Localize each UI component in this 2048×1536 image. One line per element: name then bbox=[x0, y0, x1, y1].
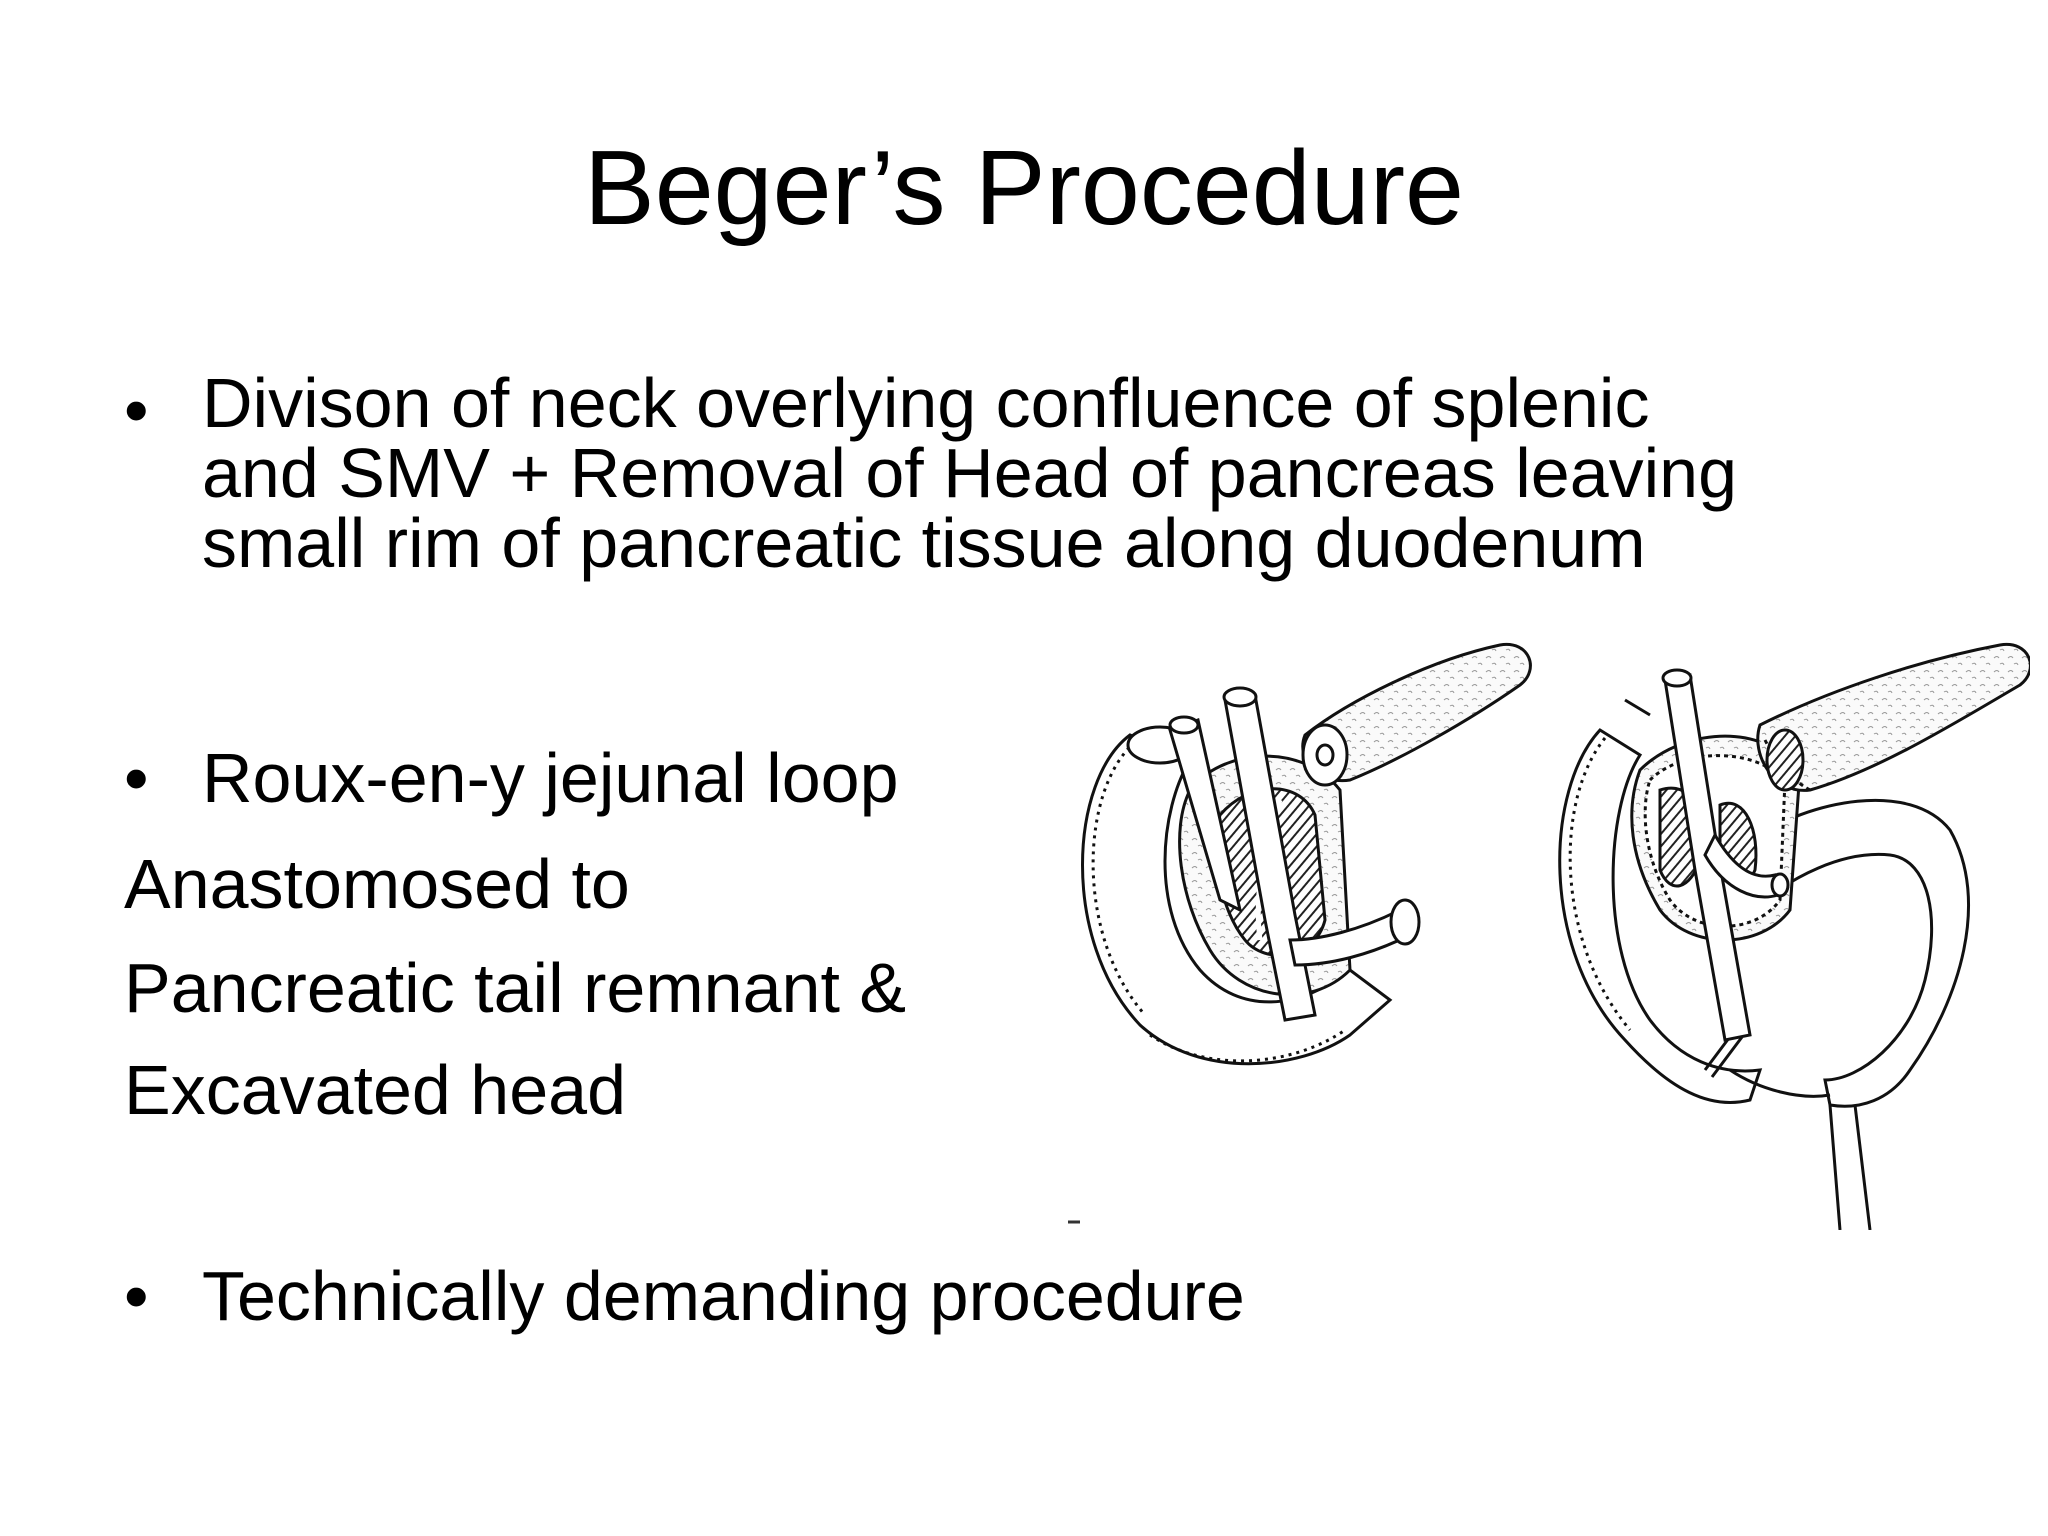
right-figure bbox=[1558, 643, 2030, 1230]
bullet-item-division: • Divison of neck overlying confluence o… bbox=[124, 368, 1737, 578]
continuation-line: Anastomosed to bbox=[124, 845, 630, 923]
bullet-line: Divison of neck overlying confluence of … bbox=[202, 364, 1650, 442]
bullet-dot: • bbox=[124, 1257, 149, 1335]
bullet-text: Divison of neck overlying confluence of … bbox=[202, 368, 1737, 578]
continuation-line: Pancreatic tail remnant & bbox=[124, 949, 907, 1027]
continuation-line: Excavated head bbox=[124, 1051, 627, 1129]
bullet-text: Technically demanding procedure bbox=[202, 1257, 1245, 1335]
pancreas-surgery-illustration bbox=[1068, 643, 2030, 1230]
bullet-item-roux: • Roux-en-y jejunal loop bbox=[124, 736, 899, 820]
left-figure bbox=[1081, 643, 1532, 1066]
bullet-item-demanding: • Technically demanding procedure bbox=[124, 1254, 1245, 1338]
bullet-line: small rim of pancreatic tissue along duo… bbox=[202, 504, 1646, 582]
slide-title: Beger’s Procedure bbox=[584, 129, 1464, 247]
bullet-text: Roux-en-y jejunal loop bbox=[202, 739, 899, 817]
bullet-line: and SMV + Removal of Head of pancreas le… bbox=[202, 434, 1738, 512]
bullet-dot: • bbox=[124, 371, 149, 449]
bullet-dot: • bbox=[124, 739, 149, 817]
